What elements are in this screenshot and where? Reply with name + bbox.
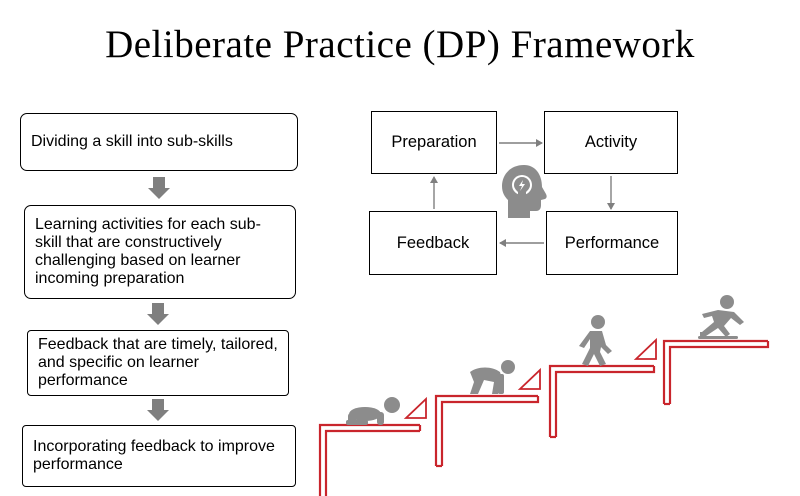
page-title: Deliberate Practice (DP) Framework [105,23,695,66]
brain-lightbulb-icon [502,165,547,218]
down-arrow-icon [147,399,169,421]
step-text-activities: Learning activities for each sub-skill t… [35,216,261,287]
cycle-box-performance: Performance [546,211,678,275]
cycle-label-feedback: Feedback [396,233,470,252]
down-arrow-icon [148,177,170,199]
cycle-label-performance: Performance [564,233,660,252]
cycle-box-feedback: Feedback [369,211,497,275]
step-text-feedback: Feedback that are timely, tailored, and … [38,336,278,389]
triangle-icon [633,337,657,360]
step-box-incorporating: Incorporating feedback to improve perfor… [22,425,296,487]
step-box-subskills: Dividing a skill into sub-skills [20,113,298,171]
crouching-person-icon [470,360,515,394]
triangle-icon [403,396,427,419]
cycle-label-preparation: Preparation [391,133,477,151]
cycle-label-activity: Activity [584,133,638,151]
stair-step-1 [318,423,420,496]
triangle-icon [517,367,541,390]
step-text-subskills: Dividing a skill into sub-skills [31,133,233,150]
step-box-feedback: Feedback that are timely, tailored, and … [27,330,289,396]
step-text-incorporating: Incorporating feedback to improve perfor… [33,438,275,473]
stair-step-4 [662,339,768,404]
stair-step-3 [548,364,654,437]
cycle-box-activity: Activity [544,111,678,174]
step-box-activities: Learning activities for each sub-skill t… [24,205,296,299]
down-arrow-icon [147,303,169,325]
crawling-baby-icon [346,397,400,425]
cycle-box-preparation: Preparation [371,111,497,174]
walking-person-icon [579,315,612,366]
skating-person-icon [698,295,744,339]
stair-step-2 [434,394,538,466]
